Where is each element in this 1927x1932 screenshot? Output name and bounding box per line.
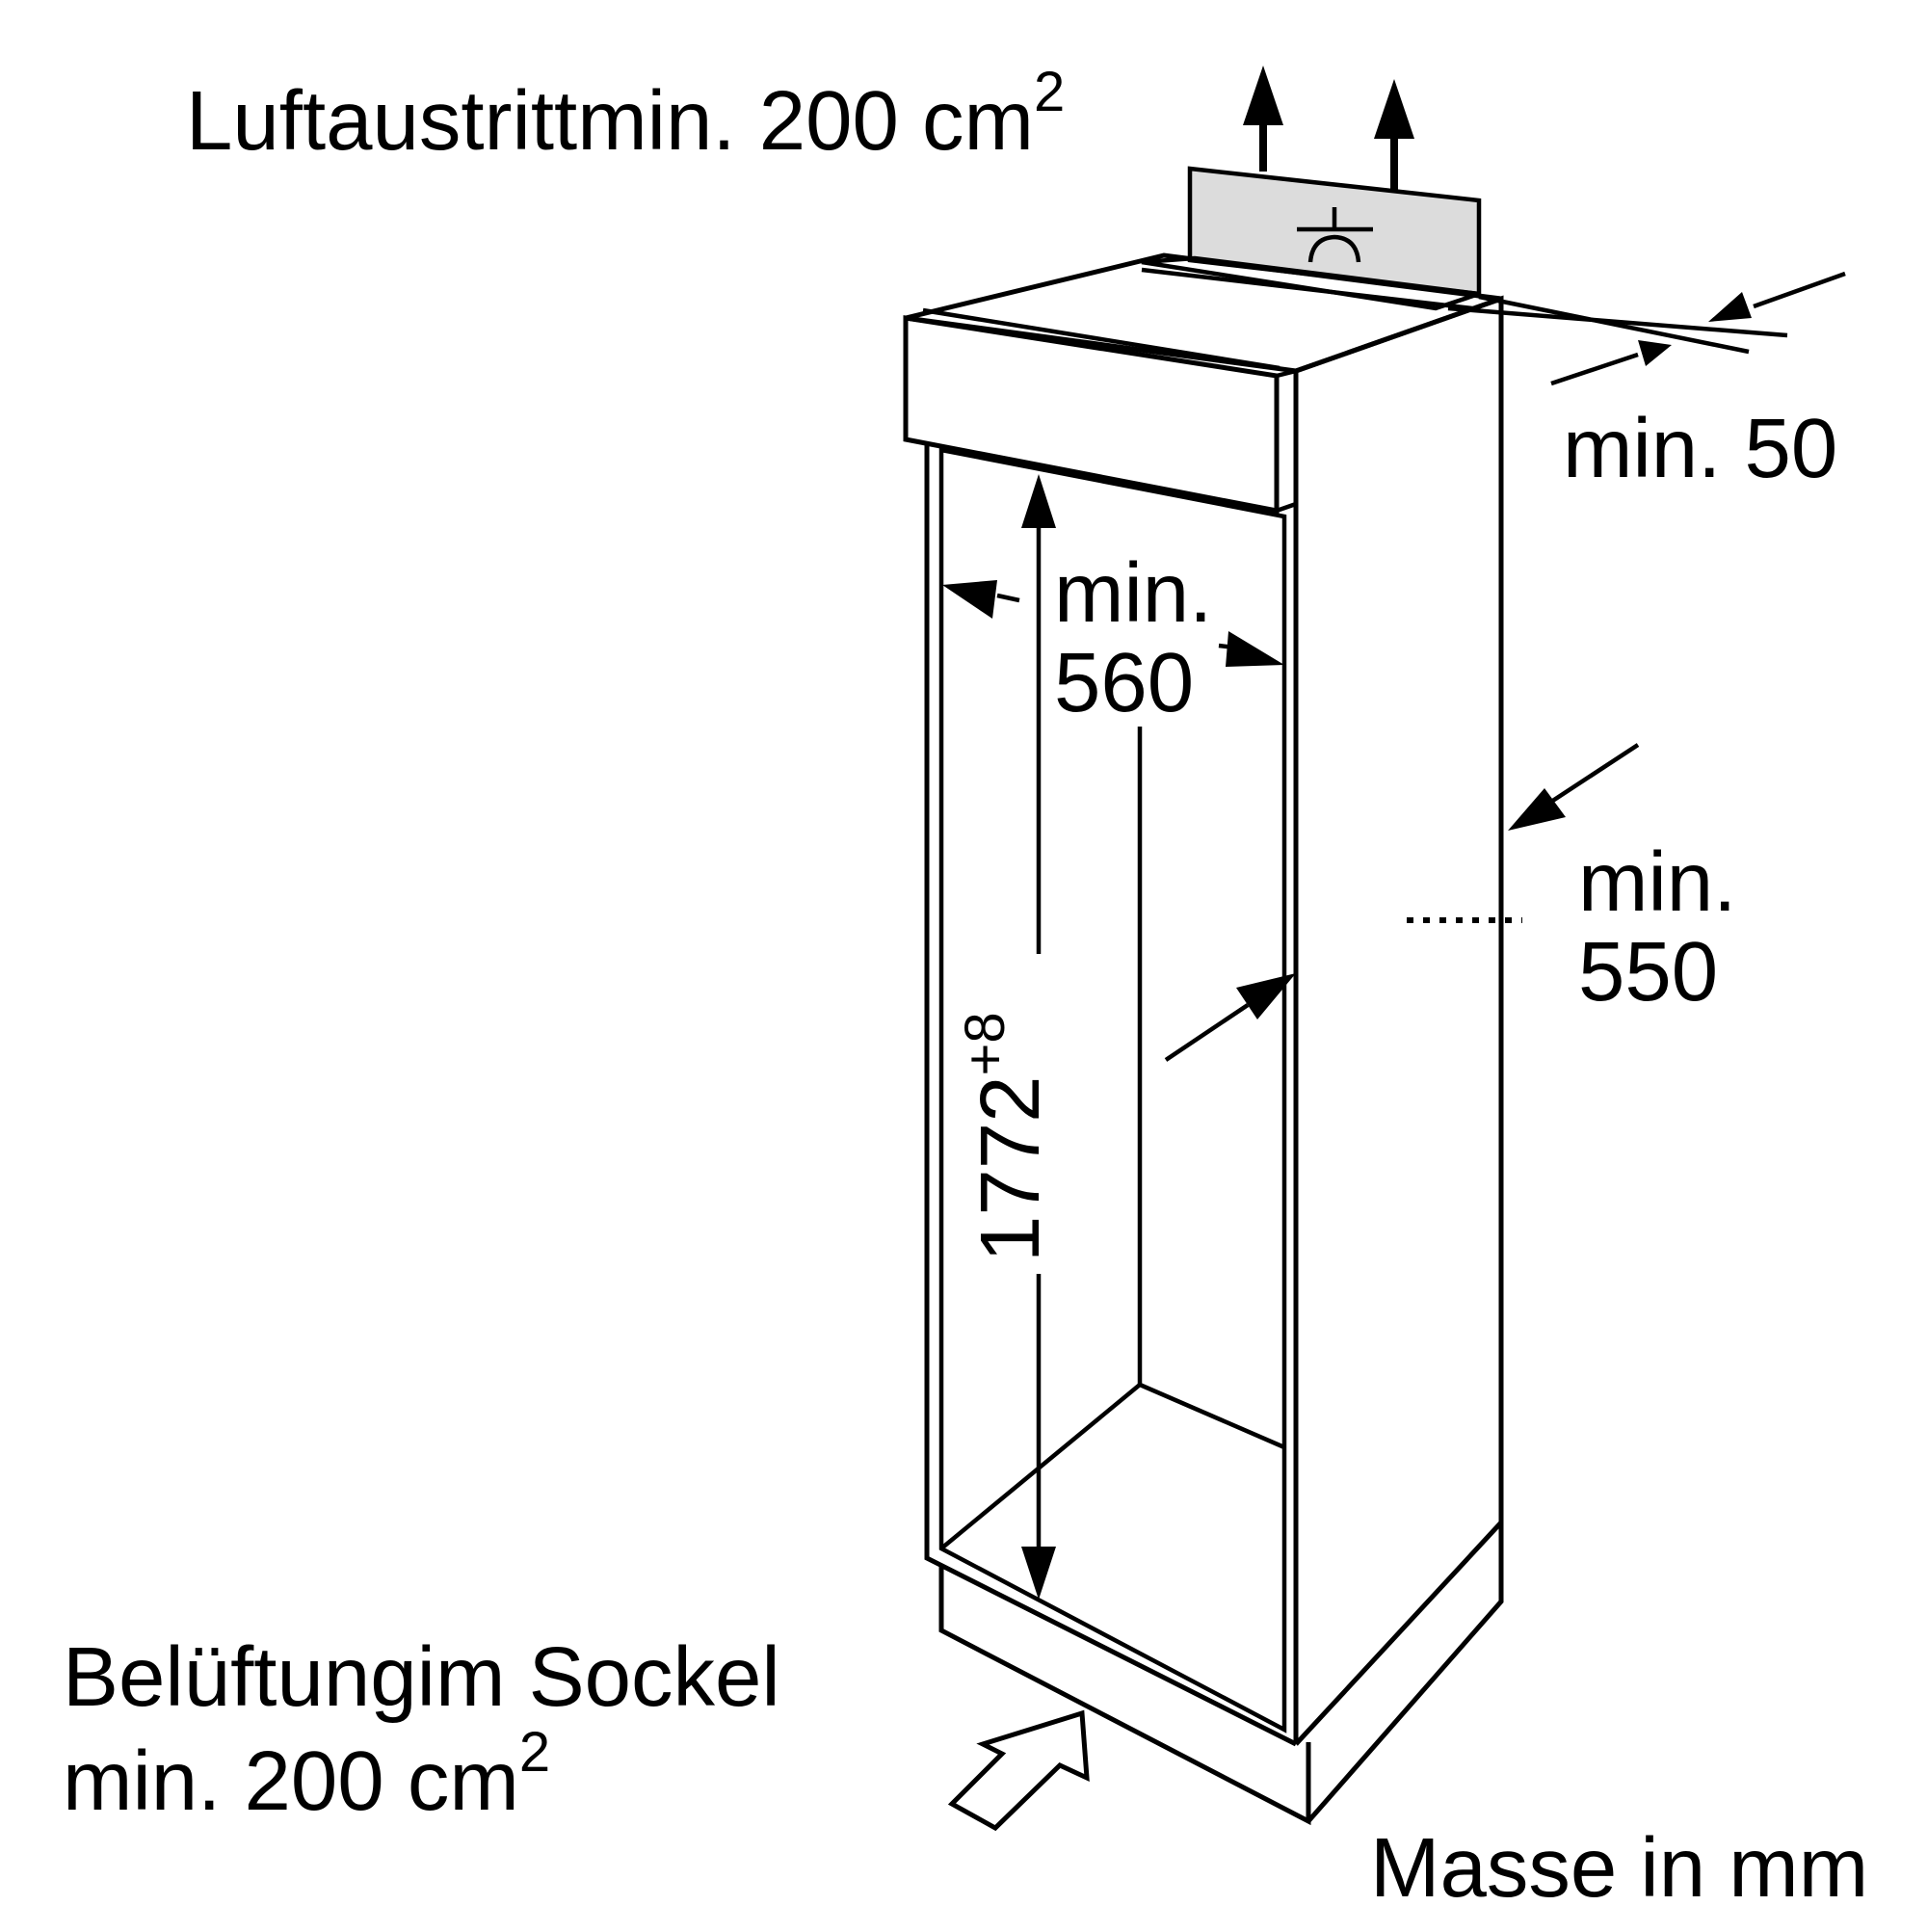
niche-width-label-line2: 560 <box>1054 636 1194 729</box>
plinth-ventilation-superscript: 2 <box>519 1721 550 1784</box>
niche-width-label-line1: min. <box>1054 546 1212 640</box>
niche-front-frame <box>924 443 1298 1747</box>
air-outlet-superscript: 2 <box>1034 61 1065 123</box>
niche-height-label: 1772+8 <box>954 1012 1057 1262</box>
niche-side-panel <box>1293 295 1504 1746</box>
niche-height-dimension <box>1021 474 1056 1600</box>
niche-depth-label-line1: min. <box>1578 835 1736 929</box>
niche-height-tolerance: +8 <box>954 1012 1016 1075</box>
niche-depth-dimension <box>1164 743 1640 1062</box>
top-clearance-label: min. 50 <box>1563 402 1837 495</box>
air-flow-arrow-up-right <box>1374 79 1414 190</box>
air-inlet-arrow <box>947 1709 1090 1832</box>
fan-icon <box>1297 207 1373 263</box>
niche-width-dimension <box>942 580 1284 667</box>
air-outlet-label: Luftaustrittmin. 200 cm2 <box>186 61 1065 168</box>
units-note: Masse in mm <box>1370 1821 1868 1915</box>
plinth-ventilation-label-line2: min. 200 cm2 <box>63 1721 550 1828</box>
niche-depth-label-line2: 550 <box>1578 925 1718 1019</box>
plinth-ventilation-label-line1: Belüftungim Sockel <box>63 1630 780 1724</box>
niche-plinth <box>938 1522 1504 1826</box>
air-flow-arrow-up-left <box>1243 66 1283 172</box>
top-clearance-dimension <box>1447 271 1846 386</box>
